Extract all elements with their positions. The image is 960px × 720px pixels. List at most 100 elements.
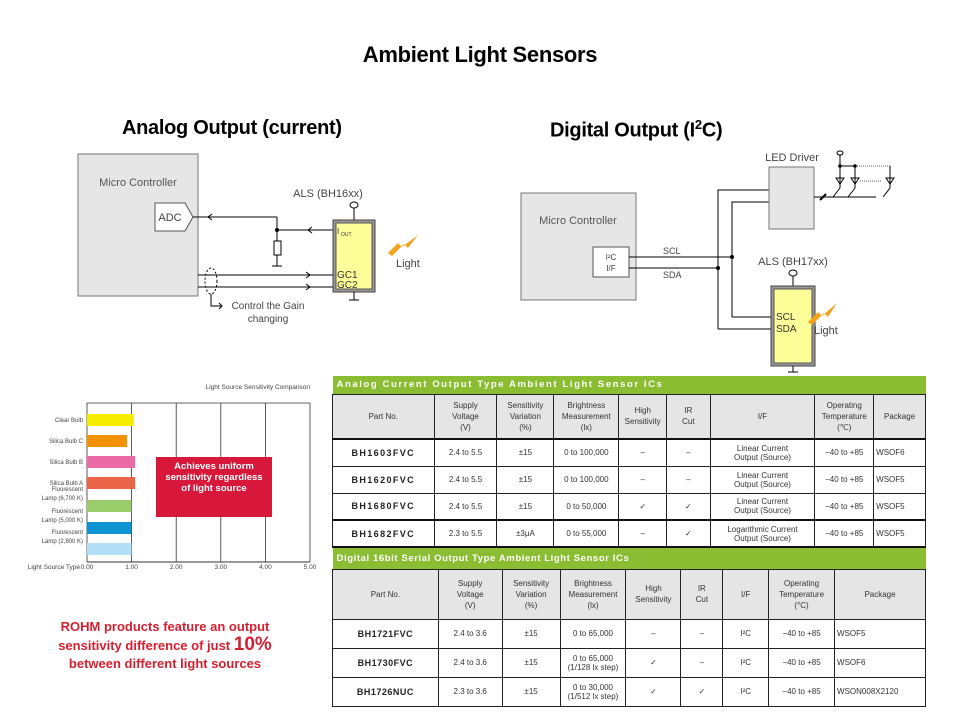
operating-temperature: −40 to +85 [768, 618, 836, 649]
high-sensitivity-text: – [640, 448, 645, 458]
led-driver-box [768, 166, 815, 230]
interface: I²C [722, 618, 770, 649]
header-text: High [634, 406, 651, 416]
chart-category-label: Fluorescent [52, 530, 84, 536]
part-number: BH1721FVC [332, 618, 439, 649]
svg-text:SCL: SCL [776, 312, 796, 323]
brightness-range: 0 to 30,000(1/512 lx step) [559, 676, 627, 707]
interface-text-2: Output (Source) [734, 506, 791, 516]
chart-bar [87, 477, 136, 489]
high-sensitivity-text: – [651, 629, 656, 638]
supply-voltage-text: 2.4 to 5.5 [448, 501, 483, 511]
brightness-range-text: 0 to 55,000 [566, 529, 607, 538]
header-text: Brightness [574, 578, 612, 588]
operating-temperature-text: −40 to +85 [825, 529, 864, 538]
chart-category-label: Lamp (5,000 K) [42, 518, 83, 524]
sensitivity-variation-text: ±15 [524, 658, 538, 667]
operating-temperature-text: −40 to +85 [782, 629, 821, 638]
brightness-range: 0 to 100,000 [553, 465, 620, 494]
brightness-range-text-2: (1/128 lx step) [567, 662, 619, 672]
part-number-text: BH1620FVC [351, 474, 416, 485]
digital-section-heading: Digital Output (I2C) [550, 117, 723, 143]
micro-controller-label: Micro Controller [99, 177, 177, 189]
header-text: Temperature [779, 589, 825, 599]
sensitivity-variation-text: ±15 [524, 629, 538, 638]
als-bh17xx-label: ALS (BH17xx) [758, 256, 828, 268]
interface-text: I²C [740, 629, 752, 638]
operating-temperature: −40 to +85 [814, 438, 875, 467]
header-text: Sensitivity [513, 578, 550, 588]
ir-cut: ✓ [666, 492, 711, 521]
package: WSOF6 [873, 438, 926, 467]
header-text: Measurement [568, 589, 618, 599]
supply-voltage: 2.4 to 3.6 [437, 647, 503, 678]
table-row: BH1730FVC 2.4 to 3.6 ±15 0 to 65,000(1/128 … [332, 647, 926, 678]
ir-cut-text: ✓ [685, 501, 692, 511]
high-sensitivity: – [618, 438, 668, 467]
callout-line1: Achieves uniform [174, 461, 254, 472]
chart-bars [87, 414, 136, 555]
header-text: Operating [784, 578, 820, 588]
high-sensitivity: – [618, 465, 668, 494]
high-sensitivity-text: ✓ [639, 501, 647, 511]
operating-temperature: −40 to +85 [814, 492, 875, 521]
chart-category-label: Fluorescent [52, 487, 84, 493]
sensitivity-variation: ±15 [496, 438, 555, 467]
chart-bar [87, 456, 136, 468]
interface: I²C [722, 676, 770, 707]
brightness-range: 0 to 65,000(1/128 lx step) [559, 647, 627, 678]
part-number-text: BH1726NUC [356, 686, 414, 697]
sensitivity-variation: ±15 [501, 618, 561, 649]
header-text: Part No. [368, 411, 398, 421]
operating-temperature: −40 to +85 [768, 676, 836, 707]
supply-voltage-text: 2.4 to 3.6 [453, 658, 487, 667]
part-number: BH1603FVC [332, 438, 435, 467]
note-line2: sensitivity difference of just 10% [20, 634, 310, 655]
i2c-interface-block [592, 246, 630, 278]
sensitivity-variation-text: ±15 [518, 475, 533, 484]
analog-header-cell: I/F [709, 393, 816, 440]
chart-bar [87, 414, 134, 426]
header-text: Measurement [561, 411, 611, 421]
svg-text:SDA: SDA [776, 324, 797, 335]
chart-bar [87, 435, 128, 447]
package-text: WSOF5 [876, 529, 905, 538]
svg-text:I/F: I/F [606, 264, 615, 273]
interface-text-2: Output (Source) [734, 533, 791, 543]
part-number-text: BH1730FVC [357, 657, 414, 668]
brightness-range-text: 0 to 65,000 [572, 629, 614, 638]
header-text: IR [684, 406, 693, 416]
package: WSOF6 [834, 647, 926, 678]
header-text: Operating [826, 400, 862, 410]
ir-cut: – [666, 438, 711, 467]
ir-cut: – [680, 618, 724, 649]
ir-cut-text: – [686, 475, 691, 484]
note-line2-text: sensitivity difference of just [58, 638, 234, 653]
part-number: BH1680FVC [332, 492, 435, 521]
high-sensitivity: – [625, 618, 682, 649]
chart-x-tick-label: 1.00 [125, 564, 138, 571]
header-text: Package [864, 589, 896, 599]
digital-header-cell: I/F [722, 568, 770, 620]
als-bh16xx-label: ALS (BH16xx) [293, 188, 363, 200]
header-text: I/F [741, 589, 751, 599]
brightness-range-text: 0 to 100,000 [564, 448, 609, 458]
note-highlight-value: 10% [233, 634, 272, 655]
package: WSON008X2120 [834, 676, 926, 707]
page-title: Ambient Light Sensors [362, 42, 598, 67]
high-sensitivity-text: ✓ [650, 658, 657, 667]
header-text: (lx) [580, 422, 592, 432]
brightness-range-text: 0 to 50,000 [566, 501, 607, 511]
part-number-text: BH1603FVC [351, 447, 416, 458]
